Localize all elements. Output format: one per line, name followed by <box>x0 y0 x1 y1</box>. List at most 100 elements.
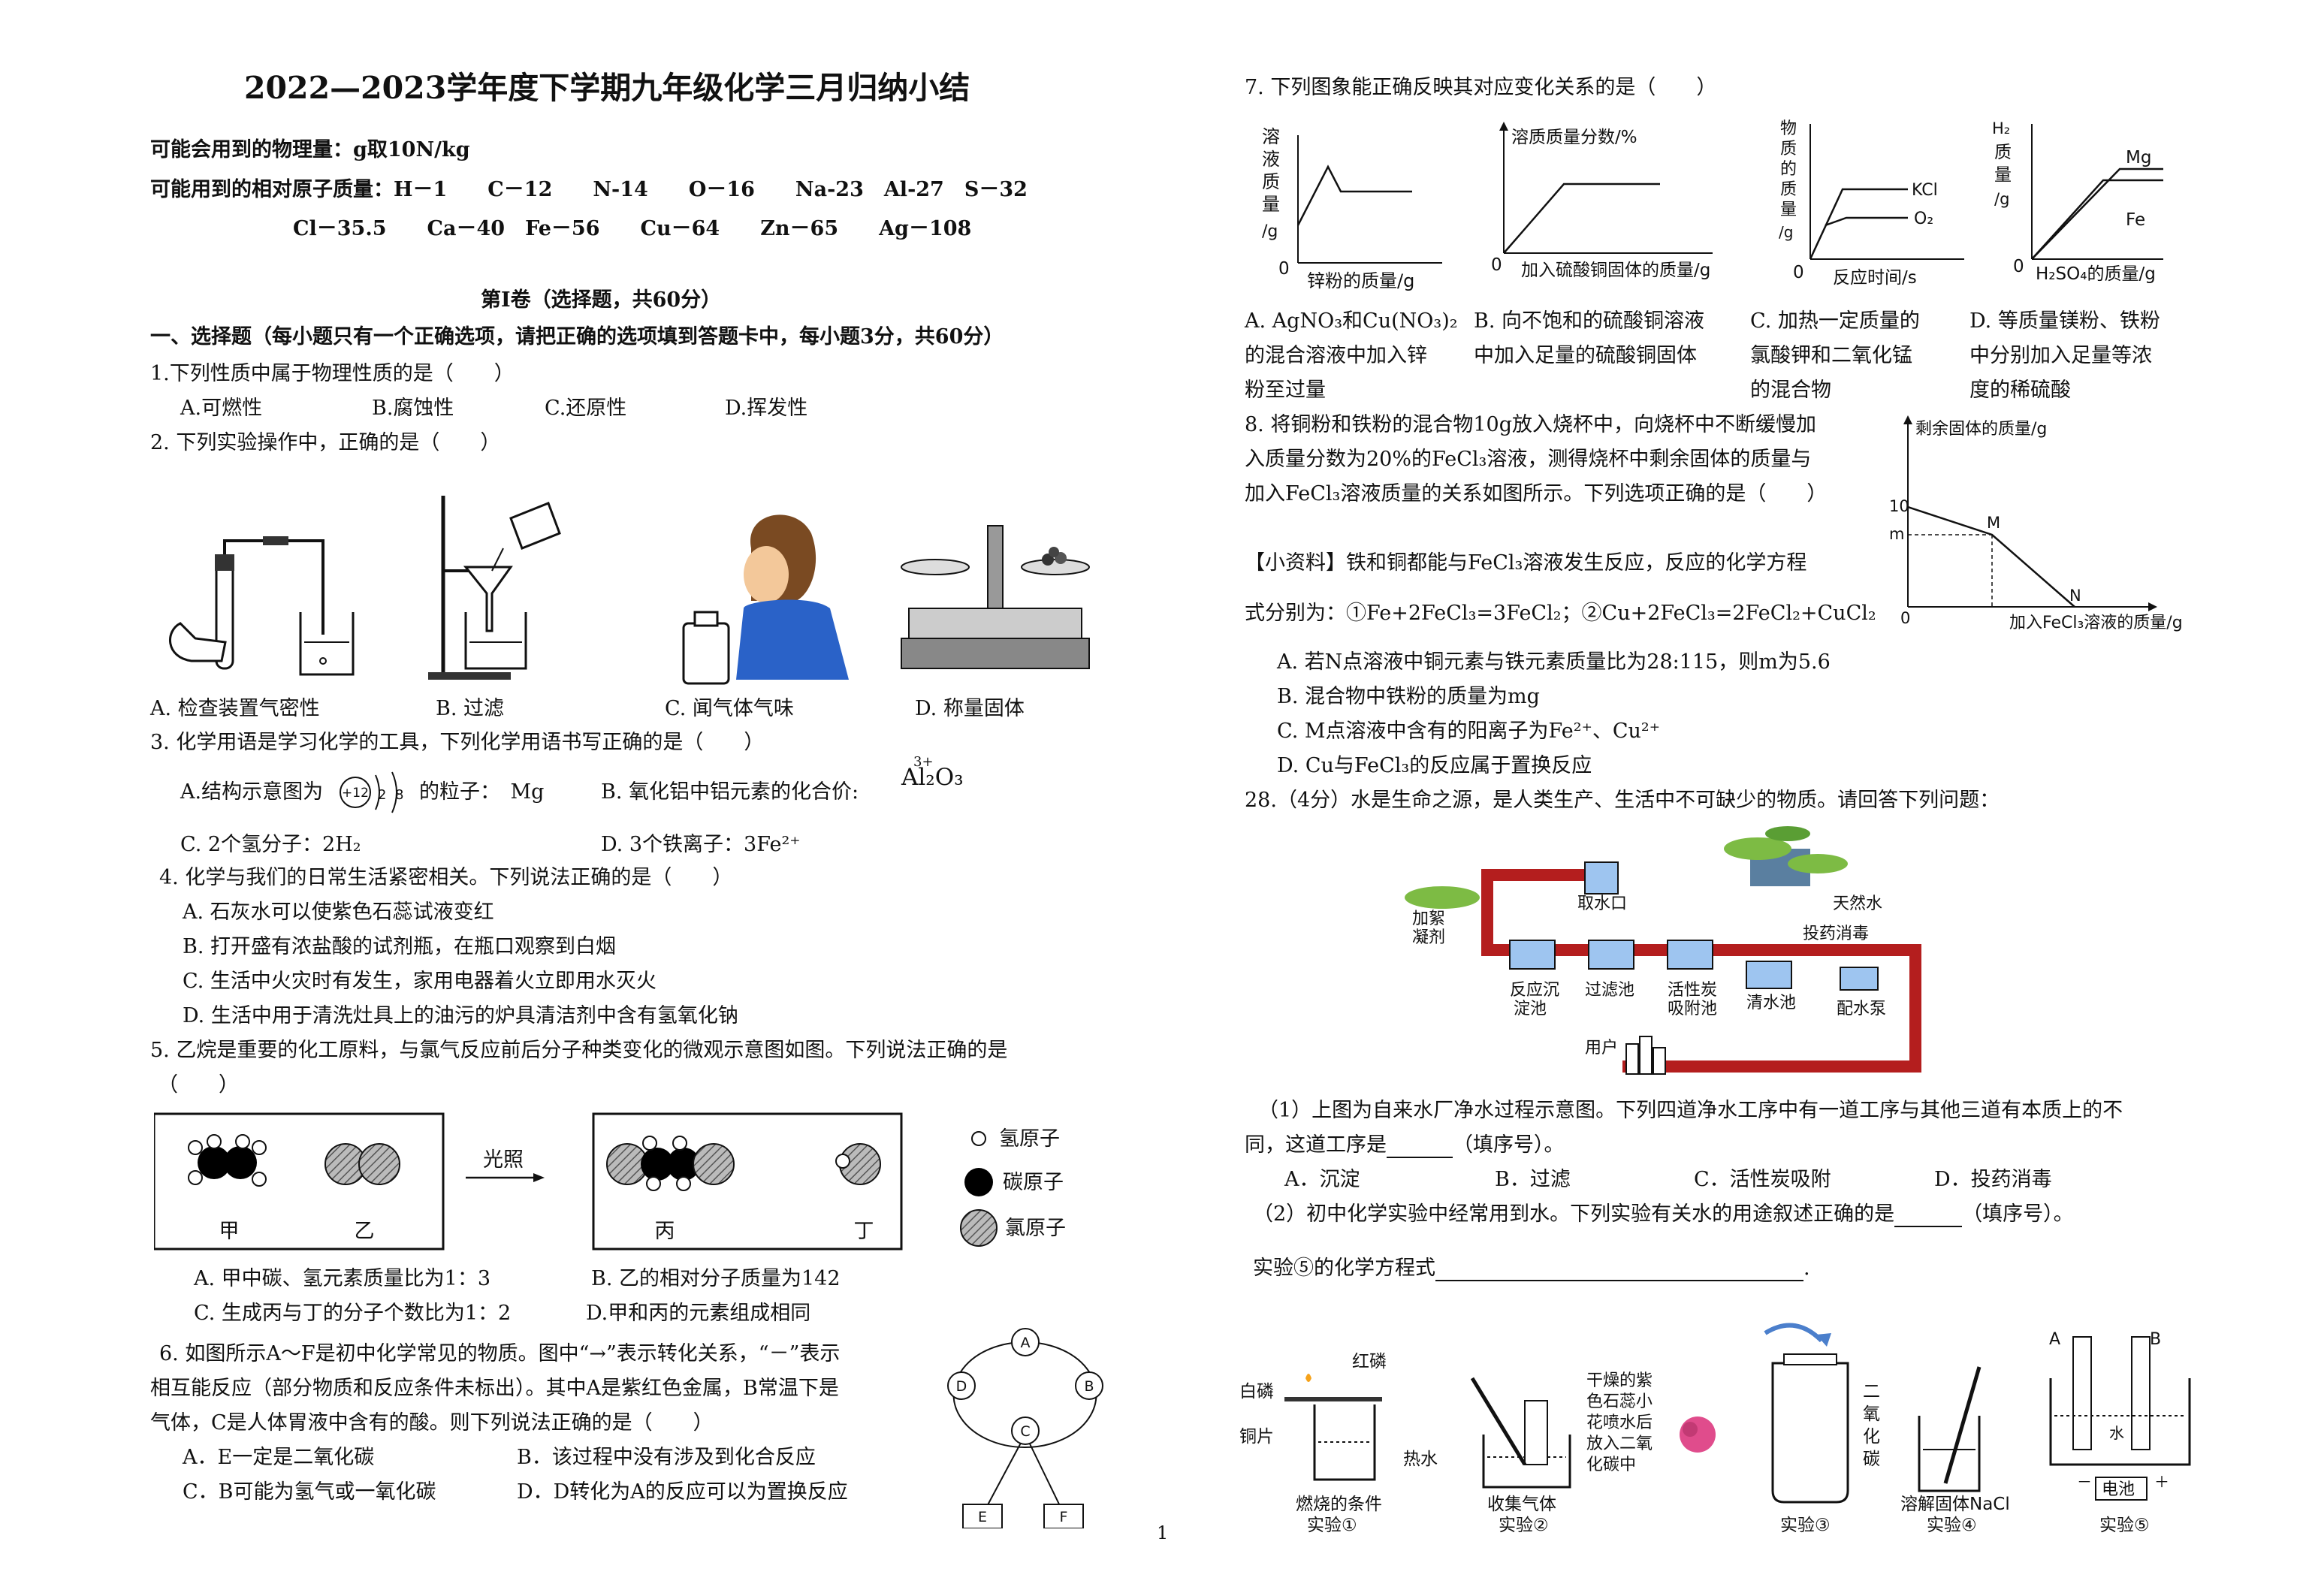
q7-option-b-1: B. 向不饱和的硫酸铜溶液 <box>1474 309 1705 333</box>
shell-2-electrons: 8 <box>395 787 403 803</box>
q5-paren: （ ） <box>158 1073 239 1097</box>
label-ding: 丁 <box>854 1220 874 1243</box>
legend-carbon: 碳原子 <box>1003 1171 1064 1194</box>
q8-option-d: D. Cu与FeCl₃的反应属于置换反应 <box>1277 754 1592 777</box>
user-buildings <box>1625 1036 1666 1075</box>
experiment-2: 收集气体 实验② <box>1470 1377 1571 1535</box>
atom-structure-diagram: +12 2 8 <box>340 771 403 813</box>
g2-origin: 0 <box>1491 255 1502 275</box>
litmus-flower: 干燥的紫 色石蕊小 花喷水后 放入二氧 化碳中 <box>1586 1371 1716 1474</box>
q2-stem: 2. 下列实验操作中，正确的是（ ） <box>150 431 501 454</box>
q28-p3a: 实验⑤的化学方程式 <box>1253 1257 1435 1280</box>
exp3-caption: 实验③ <box>1780 1516 1831 1535</box>
q7-option-c-3: 的混合物 <box>1750 379 1831 402</box>
q28-p2a: （2）初中化学实验中经常用到水。下列实验有关水的用途叙述正确的是 <box>1253 1202 1895 1226</box>
q28-p3b: . <box>1803 1257 1810 1280</box>
q28-p1-option-b: B．过滤 <box>1495 1168 1571 1191</box>
g1-ylabel-2: 质 <box>1262 171 1280 192</box>
q3-option-d: D. 3个铁离子：3Fe²⁺ <box>601 833 801 856</box>
experiment-5: A B 水 电池 － ＋ 实验⑤ <box>2049 1330 2191 1535</box>
q28-p1-line-2b: （填序号）。 <box>1453 1133 1565 1157</box>
physics-constant: 可能会用到的物理量：g取10N/kg <box>150 138 470 161</box>
flow-carbon-1: 活性炭 <box>1668 981 1717 1000</box>
q6-line-2: 相互能反应（部分物质和反应条件未标出）。其中A是紫红色金属，B常温下是 <box>150 1377 839 1400</box>
water-plant-flow-diagram: 取水口 天然水 加絮 凝剂 投药消毒 反应沉 淀池 过滤池 活性炭 吸附池 清水… <box>1405 826 1921 1075</box>
q3-stem: 3. 化学用语是学习化学的工具，下列化学用语书写正确的是（ ） <box>150 731 765 754</box>
q8-info-2: 式分别为：①Fe+2FeCl₃=3FeCl₂；②Cu+2FeCl₃=2FeCl₂… <box>1245 602 1876 625</box>
g2-ylabel: 溶质质量分数/% <box>1511 128 1637 147</box>
exp5-plus: ＋ <box>2154 1473 2169 1491</box>
q8-tick-m: m <box>1889 525 1904 543</box>
q5-option-a: A. 甲中碳、氢元素质量比为1：3 <box>194 1267 491 1290</box>
flower-text-5: 化碳中 <box>1586 1456 1636 1474</box>
node-b: B <box>1084 1378 1094 1395</box>
tanks <box>1509 940 1879 991</box>
q7-stem: 7. 下列图象能正确反映其对应变化关系的是（ ） <box>1245 76 1717 99</box>
q28-answer-1-blank[interactable] <box>1387 1157 1453 1158</box>
q5-option-b: B. 乙的相对分子质量为142 <box>591 1267 841 1290</box>
q7-graphs: 0 锌粉的质量/g 溶 液 质 量 /g 0 加入硫酸铜固体的质量/g 溶质质量… <box>1262 119 2163 291</box>
q28-p2b: （填序号）。 <box>1962 1202 2074 1226</box>
q2-option-d: D. 称量固体 <box>915 697 1025 720</box>
q8-xlabel: 加入FeCl₃溶液的质量/g <box>2009 614 2183 632</box>
g3-ylabel-1: 质 <box>1780 140 1797 158</box>
ethane-molecule <box>188 1134 267 1187</box>
q28-p1-option-c: C．活性炭吸附 <box>1694 1168 1831 1191</box>
q28-p1-line-2a: 同，这道工序是 <box>1245 1133 1387 1157</box>
exp4-caption-2: 实验④ <box>1927 1516 1977 1535</box>
q8-tick-10: 10 <box>1889 497 1909 515</box>
q8-option-b: B. 混合物中铁粉的质量为mg <box>1277 685 1540 708</box>
exp3-co2-1: 二 <box>1863 1382 1880 1401</box>
flower-text-3: 花喷水后 <box>1586 1413 1653 1432</box>
smelling-figure <box>682 514 849 685</box>
reactants-box <box>154 1112 445 1251</box>
exp2-caption-1: 收集气体 <box>1487 1495 1556 1514</box>
exp5-water: 水 <box>2109 1424 2124 1442</box>
exp5-caption: 实验⑤ <box>2099 1516 2150 1535</box>
q6-option-d: D．D转化为A的反应可以为置换反应 <box>517 1480 848 1504</box>
g4-series-fe: Fe <box>2126 210 2145 230</box>
q1-option-b: B.腐蚀性 <box>372 397 454 420</box>
g2-xlabel: 加入硫酸铜固体的质量/g <box>1521 261 1710 280</box>
experiment-3: 二 氧 化 碳 实验③ <box>1764 1323 1880 1535</box>
flower-text-4: 放入二氧 <box>1586 1435 1653 1453</box>
q28-p1-line-1: （1）上图为自来水厂净水过程示意图。下列四道净水工序中有一道工序与其他三道有本质… <box>1258 1099 2123 1122</box>
q7-option-d-1: D. 等质量镁粉、铁粉 <box>1969 309 2160 333</box>
legend-hydrogen: 氢原子 <box>999 1127 1060 1151</box>
exp4-caption-1: 溶解固体NaCl <box>1900 1495 2010 1514</box>
products-box <box>592 1112 903 1251</box>
natural-water-scenery <box>1724 826 1848 886</box>
flow-intake: 取水口 <box>1577 895 1627 913</box>
q7-option-a-2: 的混合溶液中加入锌 <box>1245 344 1427 367</box>
chloroethane-molecule <box>606 1136 735 1191</box>
legend-chlorine: 氯原子 <box>1005 1217 1066 1240</box>
arrow-label: 光照 <box>483 1148 524 1172</box>
q28-answer-2-blank[interactable] <box>1894 1226 1963 1227</box>
q8-point-m: M <box>1987 514 2000 532</box>
q28-answer-3-blank[interactable] <box>1435 1280 1803 1281</box>
label-bing: 丙 <box>655 1220 675 1243</box>
exp3-co2-4: 碳 <box>1863 1450 1880 1469</box>
q3-option-a: A.结构示意图为 <box>180 780 324 804</box>
q7-option-a-3: 粉至过量 <box>1245 379 1326 402</box>
q1-option-a: A.可燃性 <box>180 397 263 420</box>
exp1-red-phosphorus: 红磷 <box>1352 1352 1387 1371</box>
q4-option-a: A. 石灰水可以使紫色石蕊试液变红 <box>183 901 494 924</box>
shell-1-electrons: 2 <box>378 787 386 803</box>
q8-option-a: A. 若N点溶液中铜元素与铁元素质量比为28:115，则m为5.6 <box>1277 650 1831 674</box>
q1-stem: 1.下列性质中属于物理性质的是（ ） <box>150 362 515 385</box>
label-yi: 乙 <box>355 1220 375 1243</box>
exp1-white-phosphorus: 白磷 <box>1239 1382 1274 1401</box>
exp3-co2-3: 化 <box>1863 1427 1880 1447</box>
q8-option-c: C. M点溶液中含有的阳离子为Fe²⁺、Cu²⁺ <box>1277 720 1660 743</box>
page-title: 2022—2023学年度下学期九年级化学三月归纳小结 <box>244 70 970 106</box>
g1-xlabel: 锌粉的质量/g <box>1307 270 1414 291</box>
q8-line-2: 入质量分数为20%的FeCl₃溶液，测得烧杯中剩余固体的质量与 <box>1245 448 1812 471</box>
q5-molecule-diagram: 甲 乙 光照 丙 丁 氢原子 碳原子 氯原子 <box>154 1112 1066 1251</box>
q4-option-d: D. 生活中用于清洗灶具上的油污的炉具清洁剂中含有氢氧化钠 <box>183 1004 738 1027</box>
flow-filter: 过滤池 <box>1585 981 1634 1000</box>
exp1-caption-2: 实验① <box>1307 1516 1357 1535</box>
g4-series-mg: Mg <box>2126 148 2151 167</box>
experiment-1: 白磷 红磷 铜片 热水 燃烧的条件 实验① <box>1239 1352 1438 1535</box>
q4-stem: 4. 化学与我们的日常生活紧密相关。下列说法正确的是（ ） <box>159 866 733 889</box>
